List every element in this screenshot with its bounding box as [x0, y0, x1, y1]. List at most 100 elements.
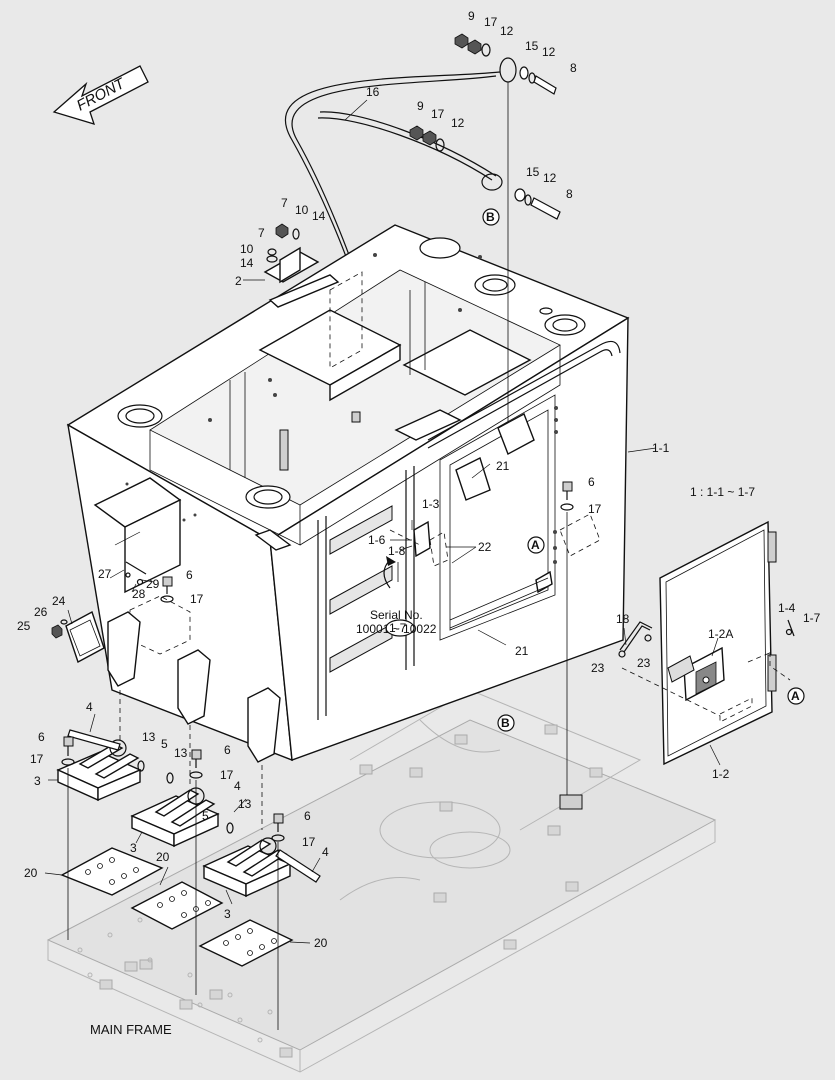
label-4-low: 4 — [322, 845, 329, 859]
label-15-top: 15 — [525, 39, 539, 53]
label-17-mid: 17 — [431, 107, 445, 121]
alignment-lines — [67, 82, 568, 1030]
shim-plates — [60, 847, 294, 967]
side-steps — [329, 505, 393, 673]
label-13-c: 13 — [238, 797, 252, 811]
label-6-left: 6 — [186, 568, 193, 582]
label-25: 25 — [17, 619, 31, 633]
label-29: 29 — [146, 577, 160, 591]
label-17-door: 17 — [588, 502, 602, 516]
marker-b-top — [482, 208, 500, 226]
label-24: 24 — [52, 594, 66, 608]
label-17-b: 17 — [220, 768, 234, 782]
label-17-top: 17 — [484, 15, 498, 29]
detail-markers: B B A A — [385, 208, 805, 732]
label-20-c: 20 — [314, 936, 328, 950]
serial-no-label: Serial No. — [370, 608, 423, 622]
wire-cable — [284, 57, 517, 301]
label-9-mid: 9 — [417, 99, 424, 113]
door-frame-parts — [389, 406, 601, 629]
label-10b: 10 — [240, 242, 254, 256]
label-27: 27 — [98, 567, 112, 581]
door-panel — [621, 520, 791, 766]
front-arrow: FRONT — [52, 65, 149, 125]
label-7a: 7 — [281, 196, 288, 210]
label-1-1: 1-1 — [652, 441, 670, 455]
label-1-2a: 1-2A — [708, 627, 733, 641]
label-12-mid: 12 — [451, 116, 465, 130]
label-8-top: 8 — [570, 61, 577, 75]
label-22: 22 — [478, 540, 492, 554]
marker-a-left — [527, 536, 545, 554]
label-20-a: 20 — [24, 866, 38, 880]
mount-bracket-1 — [56, 729, 142, 802]
label-21-top: 21 — [496, 459, 510, 473]
label-3-b: 3 — [130, 841, 137, 855]
label-17-c: 17 — [302, 835, 316, 849]
marker-a-left-label: A — [531, 538, 540, 552]
label-28: 28 — [132, 587, 146, 601]
label-13-a: 13 — [142, 730, 156, 744]
label-12-top-r: 12 — [542, 45, 556, 59]
door-handle-18 — [618, 621, 653, 658]
marker-b-top-label: B — [486, 210, 495, 224]
label-13-b: 13 — [174, 746, 188, 760]
label-7b: 7 — [258, 226, 265, 240]
main-frame — [46, 689, 717, 1073]
label-4-top: 4 — [86, 700, 93, 714]
label-14a: 14 — [312, 209, 326, 223]
label-20-b: 20 — [156, 850, 170, 864]
label-9-top: 9 — [468, 9, 475, 23]
label-23-right: 23 — [637, 656, 651, 670]
label-2: 2 — [235, 274, 242, 288]
label-1-7-right: 1-7 — [803, 611, 821, 625]
serial-callout-oval — [385, 619, 415, 637]
label-6-b: 6 — [224, 743, 231, 757]
label-1-2: 1-2 — [712, 767, 730, 781]
cable-hardware-top — [409, 33, 561, 220]
door-pins — [785, 619, 795, 637]
label-5-a: 5 — [161, 737, 168, 751]
marker-b-bottom-label: B — [501, 716, 510, 730]
marker-a-right-label: A — [791, 689, 800, 703]
label-6-c: 6 — [304, 809, 311, 823]
label-12-mid-r: 12 — [543, 171, 557, 185]
serial-range: 10001 ~ 10022 — [356, 622, 437, 636]
label-26: 26 — [34, 605, 48, 619]
label-3-a: 3 — [34, 774, 41, 788]
serial-callout-label: 1-7 — [389, 621, 407, 635]
part-labels: 9 17 12 15 12 8 16 9 17 12 15 12 8 7 10 … — [17, 9, 821, 1037]
label-1-8: 1-8 — [388, 544, 406, 558]
label-10a: 10 — [295, 203, 309, 217]
label-12-top: 12 — [500, 24, 514, 38]
label-8-mid: 8 — [566, 187, 573, 201]
label-4-mid: 4 — [234, 779, 241, 793]
label-6-a: 6 — [38, 730, 45, 744]
main-frame-label: MAIN FRAME — [90, 1022, 172, 1037]
label-1-3: 1-3 — [422, 497, 440, 511]
label-18: 18 — [616, 612, 630, 626]
leader-lines — [44, 99, 721, 944]
label-14b: 14 — [240, 256, 254, 270]
bracket-2 — [263, 223, 363, 369]
serial-callout — [383, 556, 399, 589]
label-15-mid: 15 — [526, 165, 540, 179]
label-16: 16 — [366, 85, 380, 99]
label-17-left: 17 — [190, 592, 204, 606]
label-17-a: 17 — [30, 752, 44, 766]
bolts-washers — [61, 481, 574, 842]
label-1-4: 1-4 — [778, 601, 796, 615]
label-23-left: 23 — [591, 661, 605, 675]
label-3-c: 3 — [224, 907, 231, 921]
assembly-note: 1 : 1-1 ~ 1-7 — [690, 485, 755, 499]
small-fasteners — [51, 561, 147, 639]
label-21-bottom: 21 — [515, 644, 529, 658]
label-6-door: 6 — [588, 475, 595, 489]
step-bracket — [65, 477, 191, 664]
label-1-6: 1-6 — [368, 533, 386, 547]
marker-a-right — [787, 687, 805, 705]
mount-bracket-3 — [202, 837, 321, 898]
label-5-b: 5 — [202, 809, 209, 823]
